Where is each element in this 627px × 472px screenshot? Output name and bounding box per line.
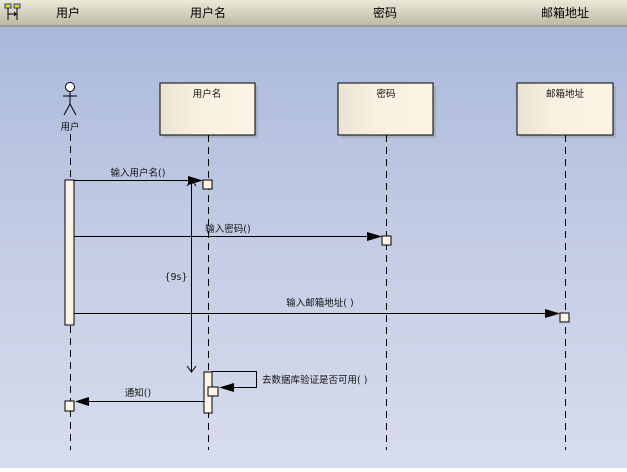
lifeline-label: 用户名 <box>193 88 222 100</box>
lifeline-label: 邮箱地址 <box>546 88 585 100</box>
duration-label: {9s} <box>164 272 187 283</box>
lifeline-password[interactable]: 密码 <box>337 82 436 138</box>
message-label: 输入密码() <box>205 223 250 235</box>
message-label: 去数据库验证是否可用( ) <box>262 374 367 386</box>
sequence-diagram-icon <box>4 3 21 20</box>
lifeline-dashes <box>70 134 566 450</box>
actor-stick-figure-icon <box>63 82 77 116</box>
header-column-username[interactable]: 用户名 <box>189 6 227 20</box>
message-label: 通知() <box>125 387 151 399</box>
header-column-password[interactable]: 密码 <box>372 6 398 20</box>
message-input-username[interactable]: 输入用户名() <box>74 167 213 190</box>
actor-user[interactable]: 用户 <box>60 82 80 134</box>
message-self-check-database[interactable]: 去数据库验证是否可用( ) <box>207 371 367 397</box>
actor-label: 用户 <box>60 121 79 133</box>
message-label: 输入用户名() <box>111 167 166 179</box>
message-input-password[interactable]: 输入密码() <box>74 223 392 246</box>
message-input-email[interactable]: 输入邮箱地址( ) <box>74 297 570 323</box>
message-notify[interactable]: 通知() <box>64 387 204 412</box>
lifeline-email[interactable]: 邮箱地址 <box>516 82 616 138</box>
header-column-email[interactable]: 邮箱地址 <box>540 6 590 20</box>
activation-bar-user[interactable] <box>64 179 75 326</box>
message-label: 输入邮箱地址( ) <box>286 297 353 309</box>
header-column-user[interactable]: 用户 <box>55 6 81 20</box>
sequence-diagram: 用户 用户名 密码 邮箱地址 <box>60 82 616 450</box>
lifeline-label: 密码 <box>376 88 395 100</box>
lifeline-username[interactable]: 用户名 <box>159 82 258 138</box>
diagram-header-bar: 用户 用户名 密码 邮箱地址 <box>0 0 627 27</box>
duration-constraint[interactable]: {9s} <box>164 179 197 373</box>
diagram-canvas: 用户 用户名 密码 邮箱地址 <box>0 27 627 468</box>
